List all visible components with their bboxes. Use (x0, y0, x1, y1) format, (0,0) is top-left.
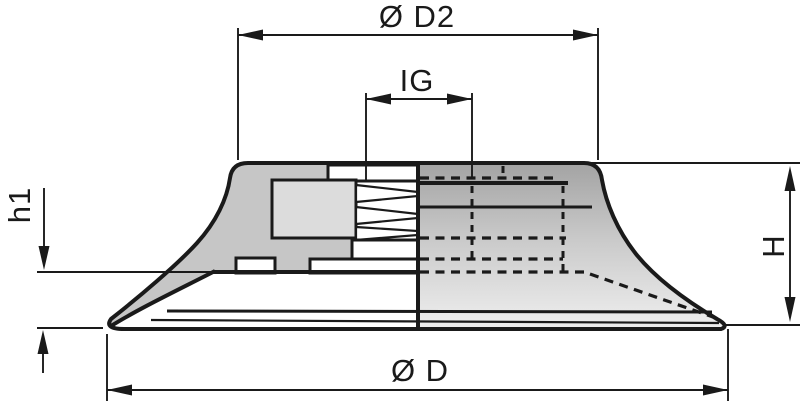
dim-label-d: Ø D (391, 353, 449, 388)
lip-inner-edge (109, 269, 216, 328)
dimension-h1: h1 (2, 187, 231, 373)
hidden-lines (420, 166, 714, 319)
arrow-up-icon (37, 330, 49, 354)
base-plate-mid-line (150, 318, 720, 325)
insert-cavity (270, 178, 358, 240)
base-plate-top-line (166, 309, 713, 314)
arrow-up-icon (784, 166, 796, 191)
dimension-ig: IG (365, 63, 473, 180)
arrow-right-icon (573, 29, 598, 41)
cup-outline (107, 161, 727, 331)
dimension-d2: Ø D2 (237, 0, 599, 160)
thread-teeth (354, 183, 420, 242)
dim-label-h1: h1 (2, 187, 37, 223)
arrow-right-icon (703, 384, 728, 396)
arrow-down-icon (784, 297, 796, 322)
dim-label-d2: Ø D2 (379, 0, 455, 34)
arrow-left-icon (366, 93, 391, 105)
dim-label-ig: IG (400, 63, 435, 98)
dimension-d: Ø D (106, 329, 729, 401)
arrow-down-icon (38, 246, 50, 270)
arrow-right-icon (447, 93, 472, 105)
dimension-h: H (588, 162, 800, 326)
cup-exterior-right-half (418, 163, 725, 329)
arrow-left-icon (238, 29, 263, 41)
dim-label-h: H (756, 234, 791, 257)
bore-step-small (350, 238, 420, 261)
arrow-left-icon (107, 384, 132, 396)
